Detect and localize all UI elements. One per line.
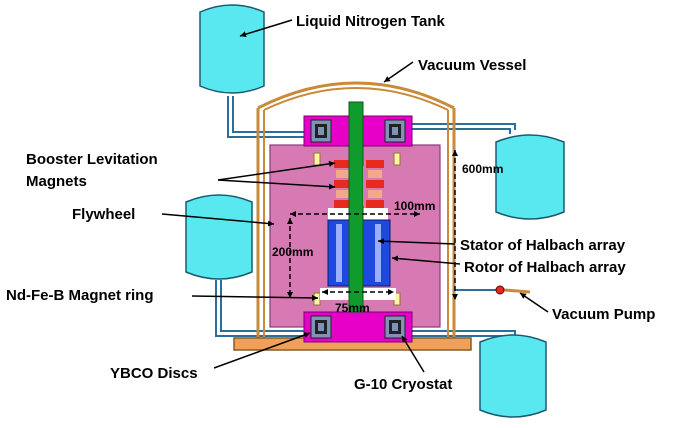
label-nd-fe-b: Nd-Fe-B Magnet ring bbox=[6, 287, 154, 304]
label-vacuum-pump: Vacuum Pump bbox=[552, 306, 655, 323]
liquid-nitrogen-tank-top bbox=[199, 4, 265, 94]
label-booster-line2: Magnets bbox=[26, 173, 87, 190]
label-flywheel: Flywheel bbox=[72, 206, 135, 223]
dim-100mm: 100mm bbox=[394, 199, 435, 213]
tank-right-bottom bbox=[479, 334, 547, 418]
dim-600mm: 600mm bbox=[462, 162, 503, 176]
label-stator: Stator of Halbach array bbox=[460, 237, 626, 254]
dimension-lines bbox=[287, 150, 458, 300]
dim-75mm: 75mm bbox=[335, 301, 370, 315]
ybco-top bbox=[310, 119, 406, 143]
dim-200mm: 200mm bbox=[272, 245, 313, 259]
tank-left bbox=[185, 194, 253, 280]
label-g10: G-10 Cryostat bbox=[354, 376, 452, 393]
label-vacuum-vessel: Vacuum Vessel bbox=[418, 57, 526, 74]
label-booster-line1: Booster Levitation bbox=[26, 151, 158, 168]
vacuum-pump-valve bbox=[454, 285, 531, 295]
label-rotor: Rotor of Halbach array bbox=[464, 259, 626, 276]
label-liquid-nitrogen-tank: Liquid Nitrogen Tank bbox=[296, 13, 446, 30]
leader-lines bbox=[161, 19, 549, 373]
shaft bbox=[348, 101, 364, 313]
ybco-bottom bbox=[310, 315, 406, 339]
label-ybco: YBCO Discs bbox=[110, 365, 198, 382]
tank-right-top bbox=[495, 134, 565, 220]
